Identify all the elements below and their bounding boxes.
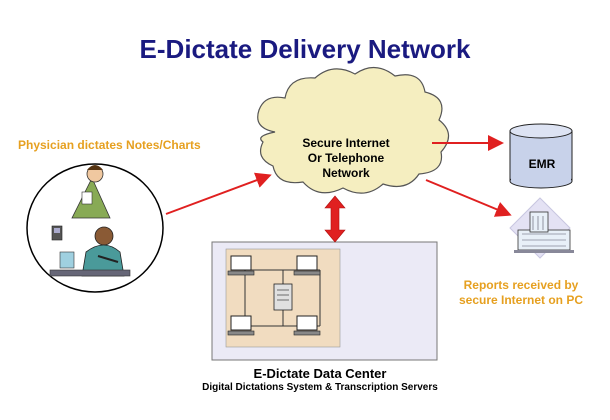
workstation-icon — [227, 255, 255, 276]
server-icon — [273, 283, 293, 311]
physician-to-network-arrow — [165, 172, 272, 215]
physician-label: Physician dictates Notes/Charts — [18, 138, 201, 152]
doctor-figure-icon — [71, 165, 111, 219]
hospital-building-icon — [509, 197, 574, 259]
reports-label: Reports received by secure Internet on P… — [446, 278, 596, 308]
physician-circle — [26, 163, 164, 293]
network-label-line1: Secure Internet — [302, 136, 390, 150]
network-cloud — [257, 66, 450, 194]
network-to-reports-arrow — [425, 179, 512, 217]
reports-label-line2: secure Internet on PC — [458, 293, 584, 307]
network-label: Secure Internet Or Telephone Network — [286, 136, 406, 181]
emr-database-icon — [509, 123, 573, 189]
network-label-line2: Or Telephone Network — [307, 151, 385, 180]
data-center-subtitle: Digital Dictations System & Transcriptio… — [202, 382, 438, 393]
workstation-icon — [227, 315, 255, 336]
data-center-title: E-Dictate Data Center — [253, 366, 387, 381]
reports-label-line1: Reports received by — [463, 278, 579, 292]
page-title: E-Dictate Delivery Network — [139, 34, 471, 64]
emr-label: EMR — [528, 157, 556, 171]
network-datacenter-double-arrow — [324, 195, 346, 243]
dictating-physician-icon — [49, 225, 131, 277]
workstation-icon — [293, 255, 321, 276]
workstation-icon — [293, 315, 321, 336]
